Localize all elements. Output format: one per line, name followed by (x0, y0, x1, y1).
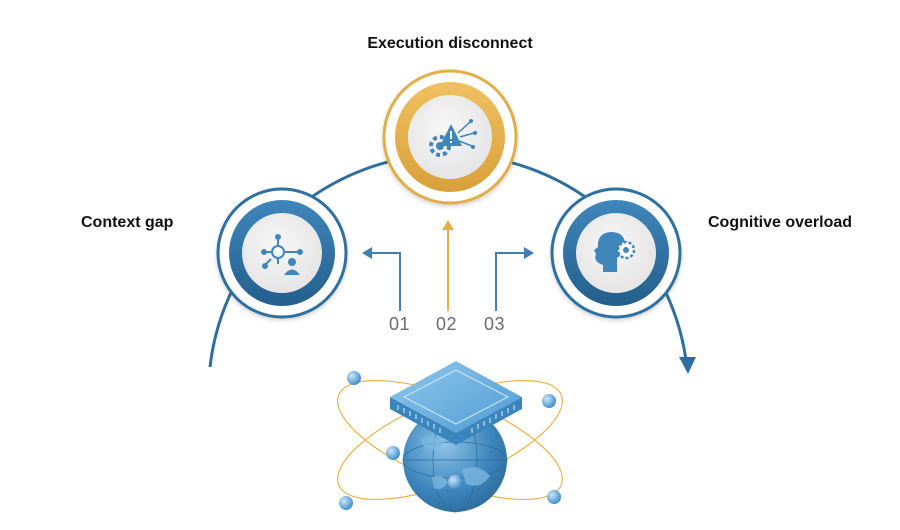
head-gear-icon (594, 232, 636, 272)
label-execution-disconnect: Execution disconnect (367, 35, 533, 52)
arc-arrowhead (679, 357, 696, 374)
arrow-02 (442, 220, 454, 311)
network-person-icon (261, 234, 303, 275)
gear-warning-icon (429, 119, 477, 157)
step-number-02: 02 (436, 314, 458, 334)
arrow-01 (362, 247, 401, 311)
label-context-gap: Context gap (81, 214, 174, 231)
chip-label: AI (486, 340, 523, 372)
step-number-03: 03 (484, 314, 506, 334)
step-number-01: 01 (389, 314, 411, 334)
ai-chip: AI (390, 340, 523, 445)
orbit-balls (339, 371, 561, 510)
node-context-gap (216, 187, 348, 319)
arrow-03 (495, 247, 534, 311)
label-cognitive-overload: Cognitive overload (708, 214, 853, 231)
